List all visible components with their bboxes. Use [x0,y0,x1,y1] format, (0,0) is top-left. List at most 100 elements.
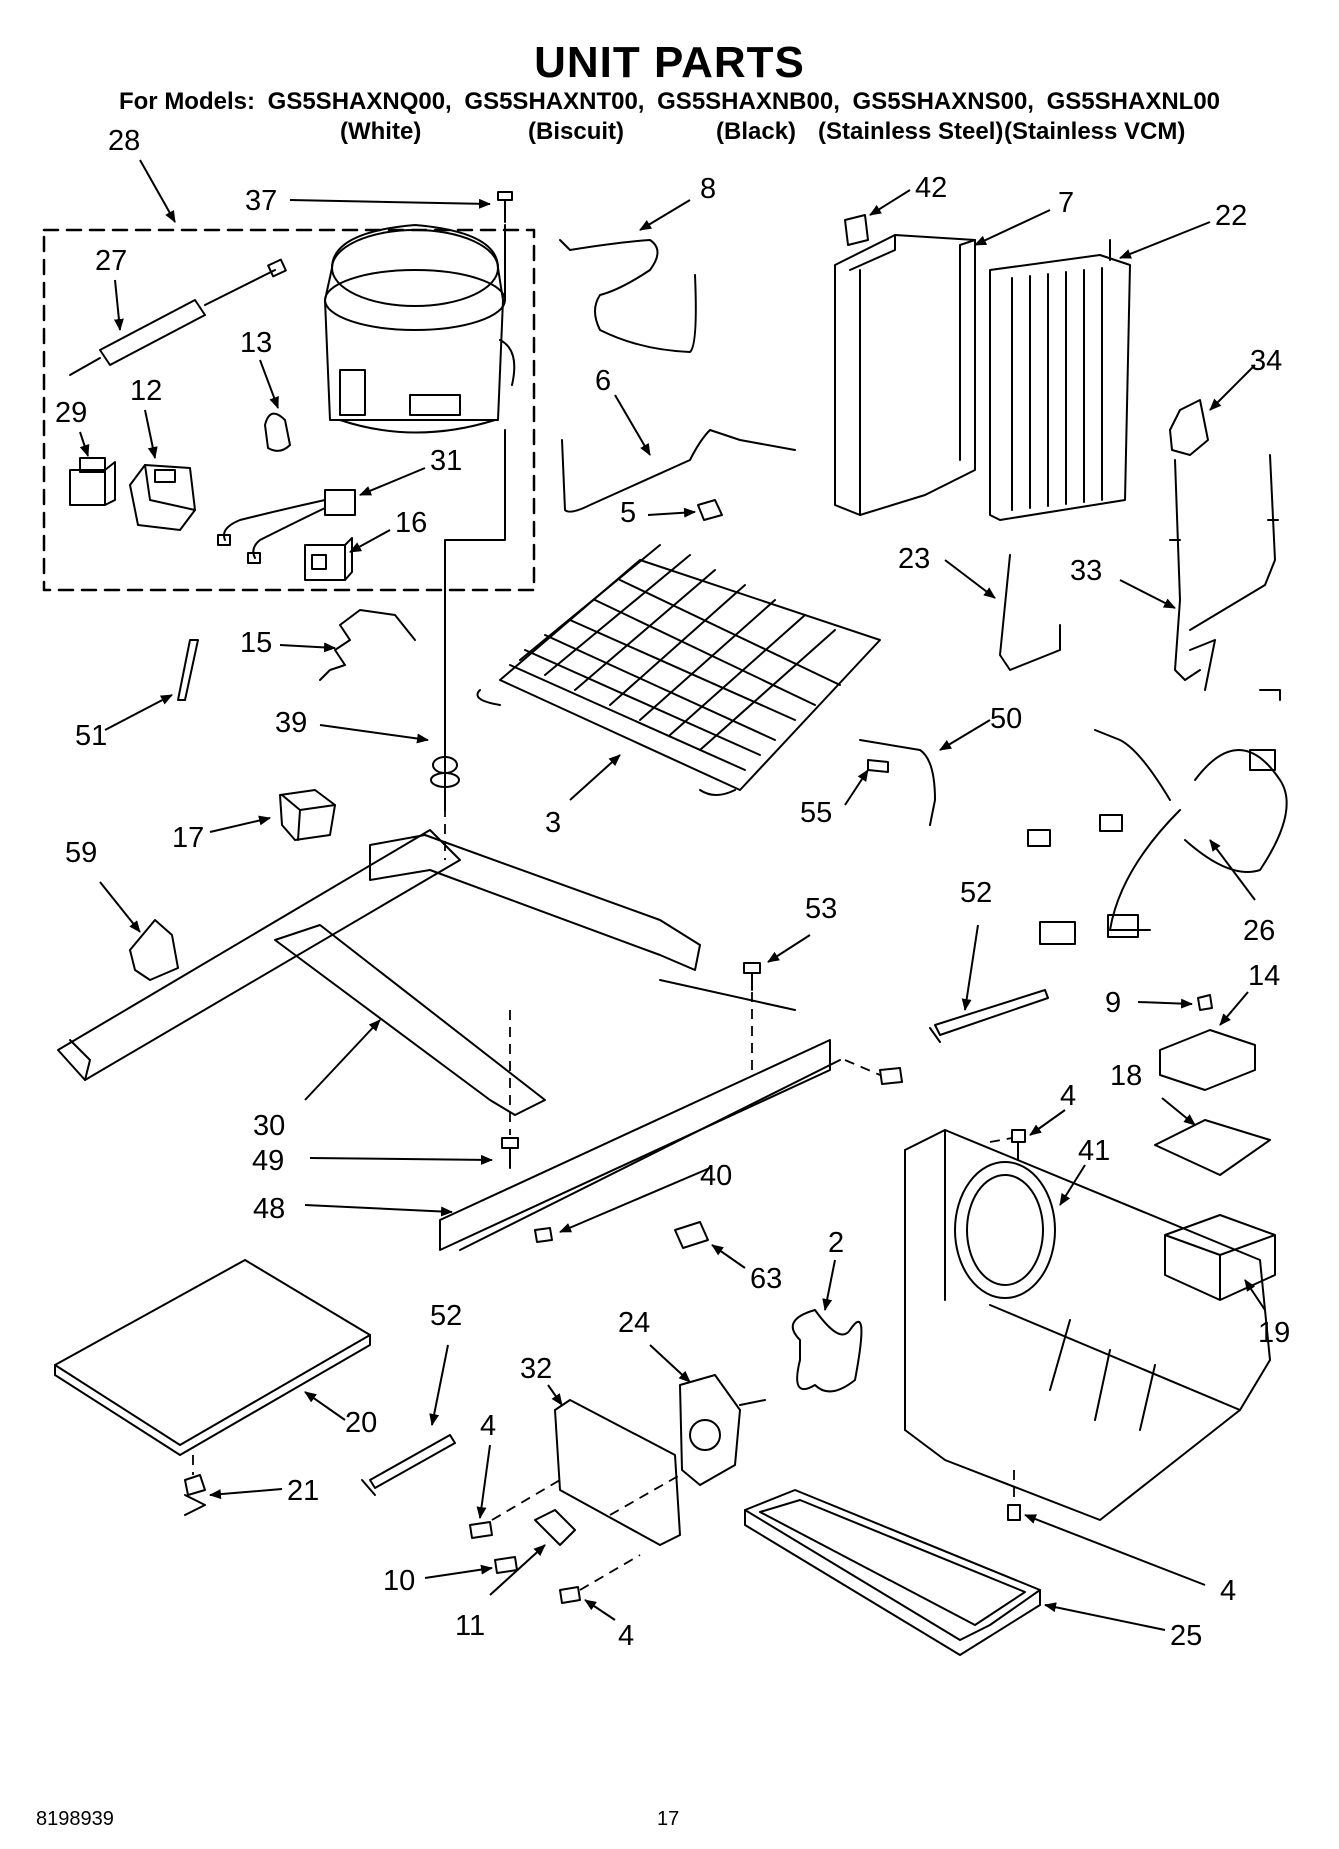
callout-32: 32 [520,1353,552,1385]
screw-55-part [867,759,889,773]
leader-41 [1059,1164,1086,1206]
leader-55 [844,769,869,806]
model-list: For Models: GS5SHAXNQ00, GS5SHAXNT00, GS… [0,88,1339,116]
leader-28 [139,159,176,223]
leader-19 [1244,1279,1266,1311]
leader-39 [319,724,429,744]
fan-motor-part [679,1374,766,1486]
clip-part [264,412,291,452]
leader-37 [289,198,491,209]
leader-25 [1044,1602,1166,1631]
leader-17 [209,815,271,833]
leader-8 [639,199,691,231]
relay-17-part [279,789,336,841]
model-number: GS5SHAXNS00, [852,88,1034,115]
screw-49-part [501,1137,519,1169]
models-label: For Models: [118,88,255,115]
callout-22: 22 [1215,200,1247,232]
callout-18: 18 [1110,1060,1142,1092]
leader-5 [647,507,696,518]
machine-frame-part [904,1129,1271,1521]
leader-20 [304,1391,346,1421]
callout-15: 15 [240,627,272,659]
leader-49 [309,1154,493,1165]
bracket-23-part [999,554,1061,671]
callout-14: 14 [1248,960,1280,992]
relay-part [129,464,196,531]
leader-52a [961,924,979,1011]
callout-41: 41 [1078,1135,1110,1167]
tube-8-part [559,239,697,353]
callout-29: 29 [55,397,87,429]
leader-30 [304,1019,381,1101]
tube-50-part [859,739,936,826]
box-19-part [1164,1214,1276,1301]
leader-32 [547,1384,563,1406]
guide-line-40 [844,1059,881,1076]
callout-50: 50 [990,703,1022,735]
condenser-part [989,239,1131,521]
leader-29 [79,431,90,457]
screw-4-lower-right-part [1007,1504,1021,1521]
callout-16: 16 [395,507,427,539]
leader-15 [279,642,336,653]
callout-53: 53 [805,893,837,925]
callout-25: 25 [1170,1620,1202,1652]
screw-37-part [497,191,513,223]
shroud-panel-part [834,234,976,516]
leader-4a [1029,1109,1066,1136]
callout-48: 48 [253,1193,285,1225]
callout-2: 2 [828,1227,844,1259]
guide-line-fan [609,1474,681,1516]
leader-42 [869,189,911,216]
leader-7 [974,209,1051,246]
screw-53-part [743,962,761,991]
leader-50 [939,719,991,751]
leader-34 [1209,364,1256,411]
leader-31 [359,467,426,496]
clip-9-part [1197,994,1213,1011]
page-number: 17 [657,1808,680,1830]
leader-9 [1137,998,1193,1009]
callout-6: 6 [595,365,611,397]
model-color: (Stainless VCM) [1004,118,1186,145]
callout-26: 26 [1243,915,1275,947]
callout-55: 55 [800,797,832,829]
spring-21-part [184,1474,206,1516]
mount-line-lower [444,429,506,811]
leader-21 [209,1488,283,1500]
callout-34: 34 [1250,345,1282,377]
callout-21: 21 [287,1475,319,1507]
callout-31: 31 [430,445,462,477]
screw-4-lower-left-part [469,1521,493,1539]
screw-40-part [534,1067,903,1243]
leader-23 [944,559,996,599]
model-number: GS5SHAXNL00 [1046,88,1221,115]
callout-33: 33 [1070,555,1102,587]
leader-2 [822,1259,836,1311]
leader-6 [614,394,651,456]
leader-26 [1209,839,1256,901]
leader-12 [144,409,158,459]
callout-49: 49 [252,1145,284,1177]
callout-40: 40 [700,1160,732,1192]
leader-63 [711,1244,746,1269]
leader-27 [113,279,124,331]
bracket-32-part [554,1399,681,1546]
callout-5: 5 [620,497,636,529]
leader-11 [489,1544,546,1596]
callout-63: 63 [750,1263,782,1295]
tie-52-upper-part [929,989,1049,1043]
callout-11: 11 [455,1610,485,1642]
base-plate-part [54,1259,371,1456]
callout-4d: 4 [1220,1575,1236,1607]
tube-51-part [177,639,199,701]
model-number: GS5SHAXNQ00, [267,88,452,115]
leader-4d [1024,1514,1206,1586]
callout-13: 13 [240,327,272,359]
drier-part [69,258,287,376]
callout-23: 23 [898,543,930,575]
clip-5-part [697,499,723,521]
leader-48 [304,1204,453,1217]
